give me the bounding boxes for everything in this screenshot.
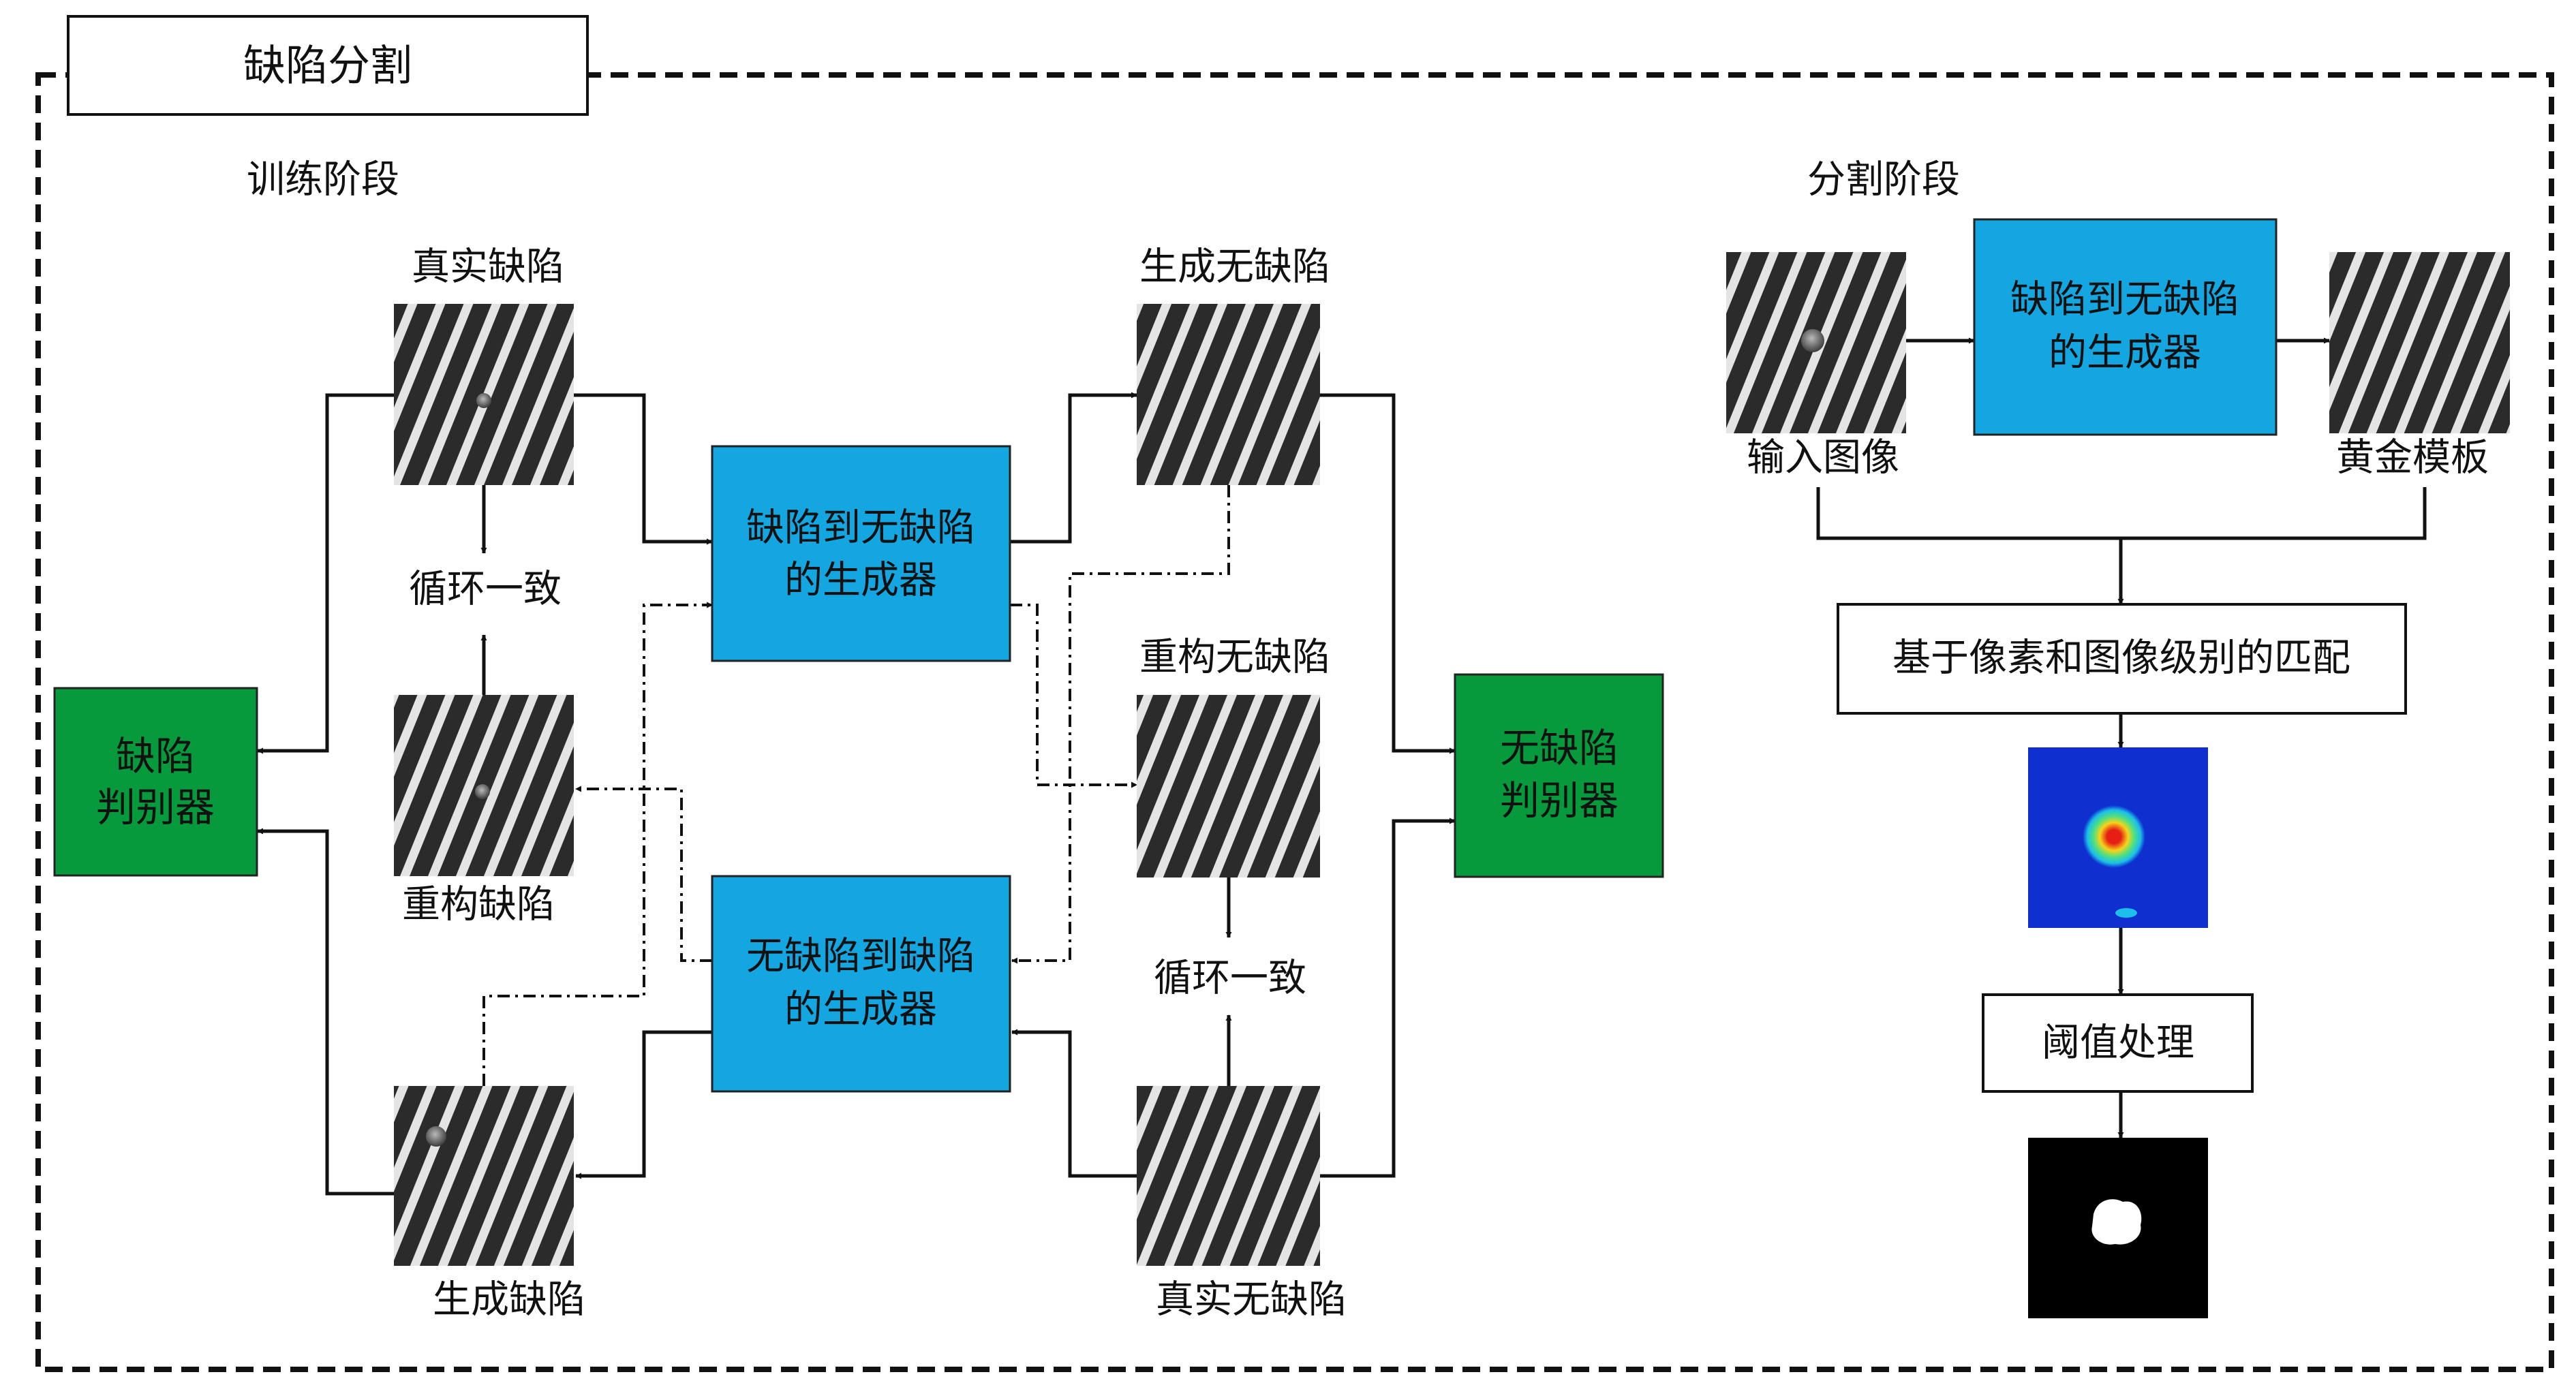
label-real-nodefect: 真实无缺陷 [1156,1278,1347,1322]
binary-mask-image [2028,1138,2208,1318]
dash-gen-nodefect-to-gen [1011,485,1230,964]
threshold-label: 阈值处理 [2042,1021,2194,1066]
arrow-real-nodefect-to-disc [1320,818,1456,1178]
segmentation-generator-label-line2: 的生成器 [2049,331,2201,375]
line-input-to-merge [1816,487,2427,540]
image-recon-defect [394,695,574,876]
arrow-gen-defect-to-disc [257,828,394,1196]
matching-box [1837,603,2407,715]
generator-d2n-label-line2: 的生成器 [784,559,937,603]
arrow-real-nodefect-to-gen [1011,1029,1137,1178]
heatmap-image [2028,747,2208,928]
arrow-generated-nodefect-to-disc [1320,393,1456,754]
discriminator-nodefect-block [1454,673,1664,878]
generator-d2n-label-line1: 缺陷到无缺陷 [746,506,975,550]
discriminator-defect-block [53,687,258,877]
discriminator-defect-label-line2: 判别器 [96,784,215,830]
image-golden-template [2329,252,2510,433]
arrow-real-defect-to-gen [574,393,713,545]
cycle-label-left-backing [344,542,630,627]
dashed-connectors [482,485,1230,1086]
discriminator-defect-label-line1: 缺陷 [116,733,195,779]
diagram-title: 缺陷分割 [243,41,412,91]
generator-n2d-label-line2: 的生成器 [784,988,937,1032]
image-recon-nodefect [1137,695,1320,877]
image-input [1726,252,1906,433]
arrow-real-defect-to-disc [257,393,394,754]
dash-gen-to-recon-nodefect [1010,604,1137,788]
training-stage-heading: 训练阶段 [247,158,399,202]
label-real-defect: 真实缺陷 [412,245,564,290]
threshold-box [1982,993,2254,1093]
label-recon-defect: 重构缺陷 [402,883,555,927]
image-real-nodefect [1137,1086,1320,1266]
segmentation-stage-heading: 分割阶段 [1807,158,1960,202]
image-gen-defect [394,1086,574,1266]
arrow-gen-to-generated-nodefect [1010,392,1137,544]
cycle-label-right-backing [1077,940,1377,1025]
label-input-image: 输入图像 [1747,436,1899,480]
title-box [67,15,589,116]
segmentation-generator-block [1973,218,2278,436]
outer-dashed-frame [35,72,2554,1372]
arrow-gen-to-generated-defect [575,1030,712,1179]
label-cycle-left: 循环一致 [409,568,562,612]
segmentation-generator-label-line1: 缺陷到无缺陷 [2010,278,2239,322]
label-gen-nodefect: 生成无缺陷 [1139,245,1330,290]
generator-n2d-label-line1: 无缺陷到缺陷 [746,935,975,979]
image-real-defect [394,304,574,485]
generator-n2d-block [711,875,1011,1093]
label-golden-template: 黄金模板 [2336,436,2489,480]
dash-gen-defect-to-gen [482,602,713,1086]
discriminator-nodefect-label-line2: 判别器 [1500,777,1619,824]
label-gen-defect: 生成缺陷 [433,1278,585,1322]
discriminator-nodefect-label-line1: 无缺陷 [1500,725,1619,771]
generator-d2n-block [711,445,1011,662]
image-gen-nodefect [1137,304,1320,485]
segmentation-connectors [1816,337,2427,1138]
label-recon-nodefect: 重构无缺陷 [1139,636,1330,680]
solid-connectors [257,392,1456,1196]
label-cycle-right: 循环一致 [1154,957,1306,1001]
matching-label: 基于像素和图像级别的匹配 [1892,636,2350,681]
